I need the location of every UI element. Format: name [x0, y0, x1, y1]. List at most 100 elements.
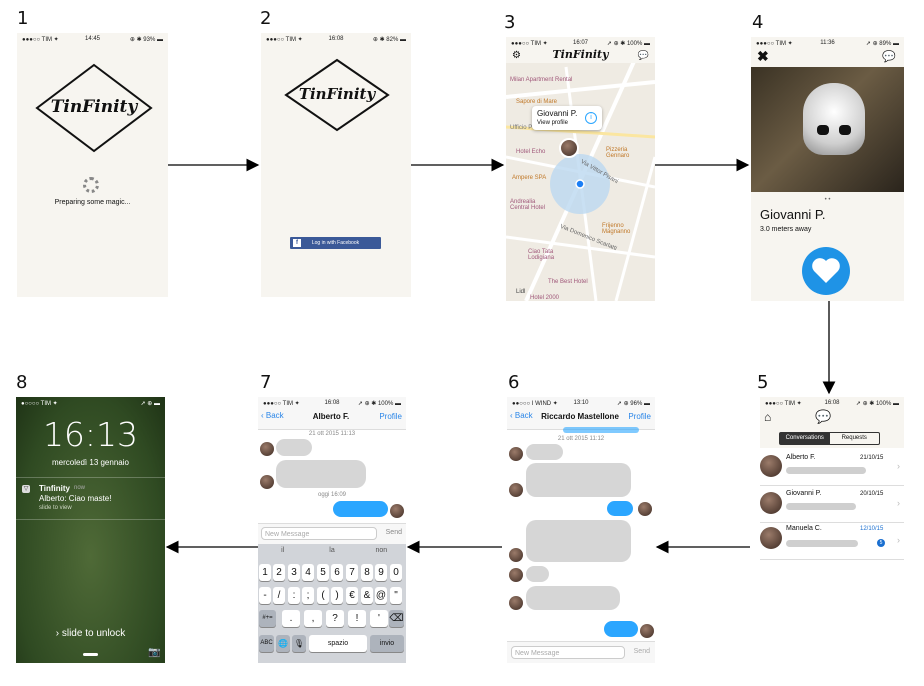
facebook-login-button[interactable]: f Log in with Facebook	[290, 237, 381, 249]
message-timestamp: oggi 16:09	[317, 492, 347, 498]
battery: ⊕ ✱ 82% ▬	[372, 37, 406, 43]
key[interactable]: :	[288, 587, 300, 604]
microphone-icon[interactable]: 🎙	[292, 635, 306, 652]
user-pin-avatar[interactable]	[559, 138, 579, 158]
key[interactable]: 0	[390, 564, 402, 581]
key[interactable]: ?	[326, 610, 344, 627]
clock: 16:08	[824, 400, 840, 406]
key[interactable]: 6	[331, 564, 343, 581]
key[interactable]: ;	[302, 587, 314, 604]
conversation-row[interactable]: Manuela C. 12/10/15 5 ›	[760, 523, 904, 560]
message-input[interactable]: New Message	[261, 527, 377, 540]
back-button[interactable]: ‹ Back	[261, 411, 284, 420]
message-bubble-received	[526, 566, 549, 582]
suggestion[interactable]: il	[281, 547, 285, 554]
backspace-icon[interactable]: ⌫	[389, 610, 404, 627]
key[interactable]: ,	[304, 610, 322, 627]
suggestion[interactable]: non	[375, 547, 388, 554]
key[interactable]: )	[331, 587, 343, 604]
key[interactable]: &	[361, 587, 373, 604]
send-button[interactable]: Send	[385, 529, 402, 536]
space-key[interactable]: spazio	[309, 635, 367, 652]
status-bar: ●●●○○ TIM ✦ 16:08 ➚ ⊕ ✱ 100% ▬	[258, 397, 406, 409]
suggestion[interactable]: la	[329, 547, 335, 554]
keyboard: il la non 1 2 3 4 5 6 7 8 9 0 - / : ; ( …	[258, 544, 406, 663]
back-label: Back	[514, 411, 533, 420]
notification[interactable]: ▽ Tinfinity now Alberto: Ciao maste! sli…	[16, 480, 165, 518]
profile-link[interactable]: Profile	[628, 412, 651, 421]
map-label: Ampere SPA	[512, 175, 547, 181]
compose-bar: New Message Send	[258, 523, 406, 544]
facebook-login-label: Log in with Facebook	[311, 240, 360, 246]
clock: 16:08	[324, 400, 340, 406]
chat-bubbles-icon[interactable]: 💬	[882, 51, 896, 63]
key[interactable]: .	[282, 610, 300, 627]
like-heart-button[interactable]	[802, 247, 850, 295]
key[interactable]: €	[346, 587, 358, 604]
symbols-key[interactable]: #+=	[259, 610, 276, 627]
chat-header: ●●○○○ I WIND ✦ 13:10 ➚ ⊕ 96% ▬ ‹ Back Ri…	[507, 397, 655, 430]
profile-distance: 3.0 meters away	[760, 226, 812, 233]
abc-key[interactable]: ABC	[259, 635, 274, 652]
message-bubble-received	[526, 586, 620, 610]
chat-bubbles-icon[interactable]: 💬	[637, 50, 649, 60]
key[interactable]: 3	[288, 564, 300, 581]
key[interactable]: -	[259, 587, 271, 604]
user-callout[interactable]: Giovanni P. View profile i	[532, 106, 602, 130]
key[interactable]: 9	[375, 564, 387, 581]
key[interactable]: 7	[346, 564, 358, 581]
settings-gear-icon[interactable]: ⚙	[512, 50, 521, 61]
status-bar: ●●●○○ TIM ✦ 16:08 ⊕ ✱ 82% ▬	[261, 33, 411, 45]
conversation-row[interactable]: Alberto F. 21/10/15 ›	[760, 449, 904, 486]
step-number-2: 2	[260, 8, 272, 29]
send-button[interactable]: Send	[633, 648, 650, 655]
tab-requests[interactable]: Requests	[841, 435, 867, 441]
status-bar: ●●●○○ TIM ✦ 14:45 ⊕ ✱ 93% ▬	[17, 33, 168, 45]
conversation-date: 21/10/15	[860, 455, 884, 461]
key[interactable]: 2	[273, 564, 285, 581]
screen-3-map: ●●●○○ TIM ✦ 16:07 ➚ ⊕ ✱ 100% ▬ ⚙ TinFini…	[506, 37, 655, 301]
key[interactable]: "	[390, 587, 402, 604]
carrier: ●●●○○ TIM ✦	[266, 37, 303, 43]
conversation-date: 12/10/15	[860, 526, 884, 532]
key[interactable]: 8	[361, 564, 373, 581]
clock: 13:10	[573, 400, 589, 406]
slide-to-unlock[interactable]: › slide to unlock	[55, 628, 126, 639]
conversation-row[interactable]: Giovanni P. 20/10/15 ›	[760, 486, 904, 523]
key[interactable]: (	[317, 587, 329, 604]
info-icon[interactable]: i	[585, 112, 597, 124]
return-key[interactable]: invio	[370, 635, 404, 652]
home-icon[interactable]: ⌂	[764, 410, 772, 424]
key[interactable]: '	[370, 610, 388, 627]
key[interactable]: 1	[259, 564, 271, 581]
slide-to-unlock-label: slide to unlock	[61, 628, 126, 639]
step-number-4: 4	[752, 12, 764, 33]
tab-conversations[interactable]: Conversations	[780, 433, 830, 444]
map-view[interactable]	[506, 37, 655, 301]
screen-2-login: ●●●○○ TIM ✦ 16:08 ⊕ ✱ 82% ▬ TinFinity f …	[261, 33, 411, 297]
message-input[interactable]: New Message	[511, 646, 625, 659]
view-profile-link[interactable]: View profile	[537, 120, 568, 126]
key[interactable]: !	[348, 610, 366, 627]
avatar	[760, 527, 782, 549]
message-timestamp: 21 ott 2015 11:13	[308, 431, 356, 437]
step-number-7: 7	[260, 372, 272, 393]
back-button[interactable]: ‹ Back	[510, 411, 533, 420]
message-bubble-received	[526, 444, 563, 460]
logo-text: TinFinity	[50, 97, 138, 117]
screen-7-chat-keyboard: ●●●○○ TIM ✦ 16:08 ➚ ⊕ ✱ 100% ▬ ‹ Back Al…	[258, 397, 406, 663]
avatar	[260, 475, 274, 489]
tinfinity-logo	[35, 63, 153, 153]
key[interactable]: /	[273, 587, 285, 604]
map-label: Lidl	[516, 289, 526, 295]
key[interactable]: @	[375, 587, 387, 604]
globe-icon[interactable]: 🌐	[276, 635, 290, 652]
key[interactable]: 5	[317, 564, 329, 581]
map-label: Hotel Echo	[516, 149, 546, 155]
close-icon[interactable]: ✖	[757, 48, 769, 64]
spinner-icon	[83, 177, 99, 193]
profile-link[interactable]: Profile	[379, 412, 402, 421]
message-bubble-received	[276, 460, 366, 488]
key[interactable]: 4	[302, 564, 314, 581]
camera-icon[interactable]: 📷	[148, 647, 161, 658]
